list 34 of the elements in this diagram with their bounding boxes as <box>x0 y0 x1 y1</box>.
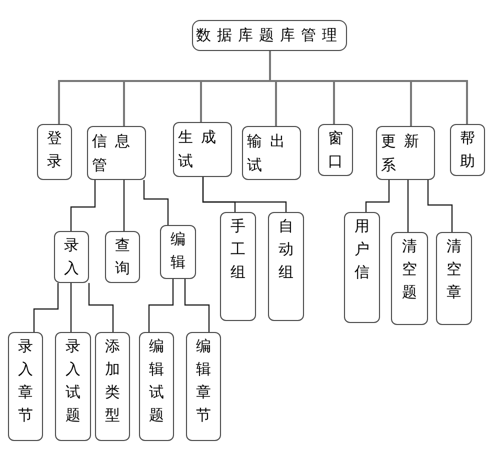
module-box: 编辑 <box>160 225 196 279</box>
connector-line <box>407 180 409 232</box>
connector-line <box>70 180 96 231</box>
connector-line <box>184 279 210 332</box>
module-box: 编辑试题 <box>139 332 174 441</box>
connector-line <box>143 180 169 225</box>
module-box: 清空章 <box>436 232 472 325</box>
connector-line <box>123 180 125 231</box>
module-box: 生成试 <box>173 122 232 177</box>
module-box: 编辑章节 <box>186 332 221 441</box>
module-box: 查询 <box>105 231 140 283</box>
module-box: 信息管 <box>87 126 146 180</box>
connector-line <box>148 279 174 332</box>
module-box: 更新系 <box>376 126 435 180</box>
connector-line <box>427 180 453 232</box>
connector-line <box>33 283 59 332</box>
module-box: 录入试题 <box>55 332 91 441</box>
connector-line <box>88 283 114 332</box>
module-box: 自动组 <box>268 212 304 321</box>
module-box: 录入 <box>54 231 89 283</box>
connector-line <box>202 177 287 212</box>
connector-line <box>365 180 390 212</box>
module-box: 登录 <box>37 124 72 180</box>
module-box: 用户信 <box>344 212 380 323</box>
module-box: 清空题 <box>391 232 428 325</box>
module-box: 手工组 <box>220 212 256 321</box>
module-box: 输出试 <box>242 126 301 180</box>
module-box: 录入章节 <box>8 332 43 441</box>
module-box: 数据库题库管理 <box>192 20 347 51</box>
module-box: 添加类型 <box>95 332 130 441</box>
module-box: 帮助 <box>450 124 485 176</box>
module-box: 窗口 <box>318 124 353 176</box>
connector-line <box>70 283 72 332</box>
connector-line <box>269 51 468 124</box>
